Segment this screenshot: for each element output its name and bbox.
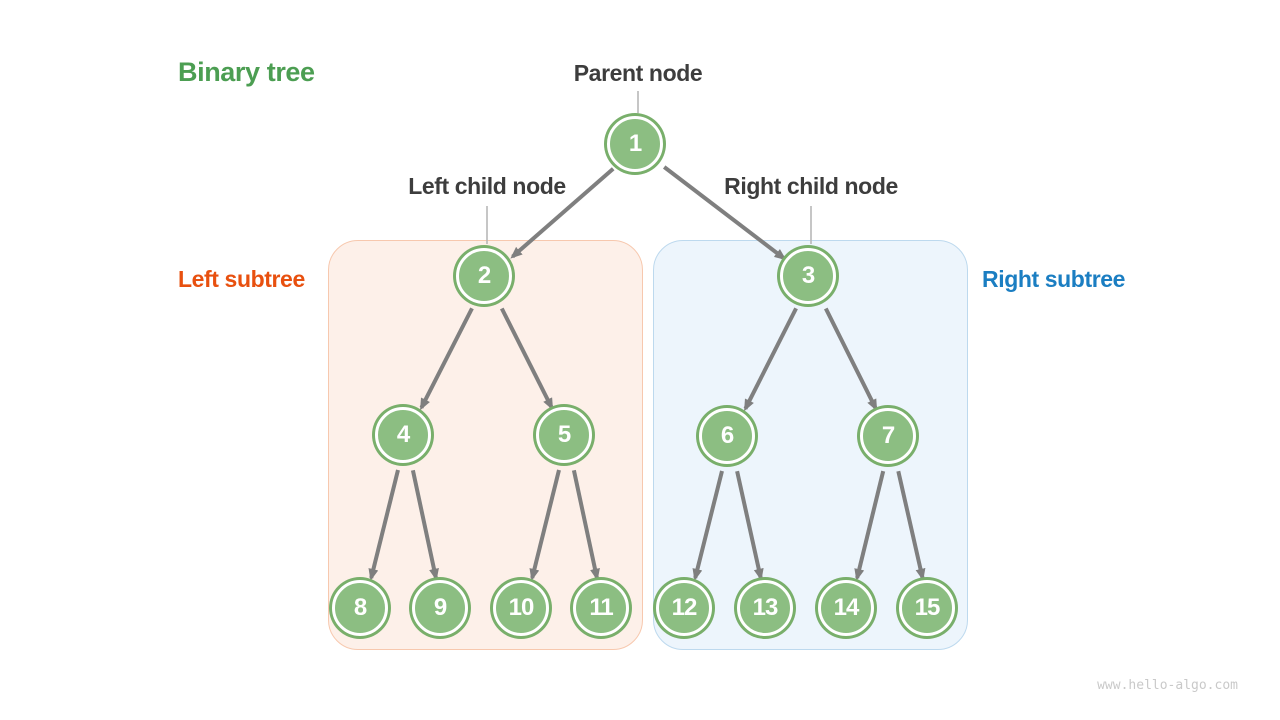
left-subtree-label: Left subtree xyxy=(178,266,305,292)
tree-node-4: 4 xyxy=(375,407,431,463)
diagram-title: Binary tree xyxy=(178,57,315,87)
tree-node-10: 10 xyxy=(493,580,549,636)
tree-node-2: 2 xyxy=(456,248,512,304)
tree-node-7: 7 xyxy=(860,408,916,464)
tree-node-6: 6 xyxy=(699,408,755,464)
tree-node-14: 14 xyxy=(818,580,874,636)
watermark: www.hello-algo.com xyxy=(1097,678,1238,693)
tree-node-3: 3 xyxy=(780,248,836,304)
right-subtree-label: Right subtree xyxy=(982,266,1126,292)
tree-node-15: 15 xyxy=(899,580,955,636)
left-child-node-label: Left child node xyxy=(408,173,566,199)
right-child-node-label: Right child node xyxy=(724,173,898,199)
tree-node-12: 12 xyxy=(656,580,712,636)
tree-node-1: 1 xyxy=(607,116,663,172)
parent-node-label: Parent node xyxy=(573,60,703,86)
tree-node-8: 8 xyxy=(332,580,388,636)
tree-node-11: 11 xyxy=(573,580,629,636)
tree-node-5: 5 xyxy=(536,407,592,463)
tree-node-9: 9 xyxy=(412,580,468,636)
tree-node-13: 13 xyxy=(737,580,793,636)
